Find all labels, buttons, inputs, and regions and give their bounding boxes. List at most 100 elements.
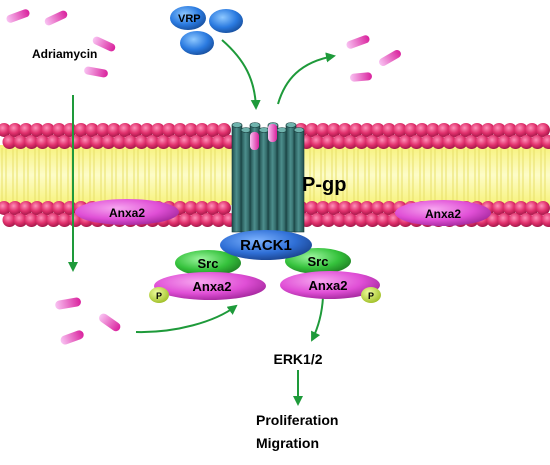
lipid-head [360, 201, 374, 215]
lipid-head [156, 135, 171, 149]
lipid-head [514, 201, 528, 215]
lipid-head [189, 135, 204, 149]
adriamycin-molecules-intracellular [55, 297, 121, 345]
lipid-head [107, 123, 121, 137]
lipid-tail [188, 148, 194, 202]
lipid-head [530, 213, 545, 227]
lipid-tail [397, 148, 403, 202]
pgp-label: P-gp [302, 174, 346, 196]
drug-pill [350, 72, 372, 82]
lipid-head [310, 135, 325, 149]
vrp-molecules [170, 6, 243, 55]
pgp-helix-cap [293, 127, 305, 133]
lipid-head [332, 135, 347, 149]
lipid-head [101, 135, 116, 149]
anxa2-membrane-right [395, 200, 491, 226]
phospho-left [149, 287, 169, 303]
lipid-head [475, 135, 490, 149]
lipid-head [79, 135, 94, 149]
lipid-tail [78, 148, 84, 202]
lipid-head [13, 213, 28, 227]
anxa2-membrane-right-label: Anxa2 [425, 207, 461, 221]
lipid-head [85, 123, 99, 137]
lipid-tail [111, 148, 117, 202]
lipid-head [453, 135, 468, 149]
lipid-head [13, 135, 28, 149]
lipid-head [57, 213, 72, 227]
pgp-helix-cap [276, 127, 288, 133]
outcome-proliferation: Proliferation [256, 412, 338, 428]
lipid-head [211, 135, 226, 149]
drug-pill [92, 36, 116, 52]
lipid-head [321, 135, 336, 149]
lipid-head [52, 201, 66, 215]
drug-in-pgp [268, 124, 277, 142]
lipid-head [46, 135, 61, 149]
lipid-tail [386, 148, 392, 202]
lipid-tail [144, 148, 150, 202]
drug-in-pgp [250, 132, 259, 150]
lipid-head [178, 213, 193, 227]
lipid-head [503, 123, 517, 137]
lipid-head [200, 135, 215, 149]
anxa2-complex-right-label: Anxa2 [308, 278, 347, 293]
lipid-head [365, 213, 380, 227]
lipid-tail [474, 148, 480, 202]
lipid-tail [133, 148, 139, 202]
drug-pill [346, 35, 370, 49]
lipid-head [492, 201, 506, 215]
lipid-head [371, 201, 385, 215]
adriamycin-molecules-effluxed [346, 35, 401, 82]
lipid-head [525, 201, 539, 215]
lipid-head [30, 201, 44, 215]
lipid-tail [12, 148, 18, 202]
lipid-head [200, 213, 215, 227]
lipid-tail [331, 148, 337, 202]
lipid-tail [540, 148, 546, 202]
lipid-tail [56, 148, 62, 202]
lipid-head [519, 135, 534, 149]
lipid-head [459, 123, 473, 137]
pgp-helix [240, 129, 252, 233]
lipid-head [167, 135, 182, 149]
lipid-head [41, 201, 55, 215]
lipid-head [123, 135, 138, 149]
lipid-head [189, 213, 204, 227]
vrp-molecule [180, 31, 214, 55]
lipid-head [24, 213, 39, 227]
drug-pill [99, 313, 121, 332]
lipid-tail [375, 148, 381, 202]
lipid-head [217, 123, 231, 137]
src-left-label: Src [198, 256, 219, 271]
lipid-head [217, 201, 231, 215]
lipid-head [151, 123, 165, 137]
lipid-tail [309, 148, 315, 202]
lipid-head [519, 213, 534, 227]
lipid-tail [155, 148, 161, 202]
lipid-tail [89, 148, 95, 202]
lipid-tail [210, 148, 216, 202]
lipid-head [398, 135, 413, 149]
lipid-head [541, 135, 550, 149]
lipid-head [338, 123, 352, 137]
phospho-right [361, 287, 381, 303]
lipid-head [46, 213, 61, 227]
lipid-head [514, 123, 528, 137]
lipid-head [2, 213, 17, 227]
src-right-label: Src [308, 254, 329, 269]
lipid-head [178, 135, 193, 149]
rack1 [220, 230, 312, 260]
lipid-tail [430, 148, 436, 202]
lipid-head [140, 123, 154, 137]
signaling-complex [149, 230, 381, 303]
lipid-head [365, 135, 380, 149]
lipid-head [354, 213, 369, 227]
lipid-head [536, 201, 550, 215]
pgp-helix-cap [240, 127, 252, 133]
pgp-helix-cap [231, 122, 243, 128]
outcome-migration: Migration [256, 435, 319, 451]
lipid-tail [177, 148, 183, 202]
lipid-head [305, 123, 319, 137]
lipid-head [481, 123, 495, 137]
lipid-head [129, 123, 143, 137]
